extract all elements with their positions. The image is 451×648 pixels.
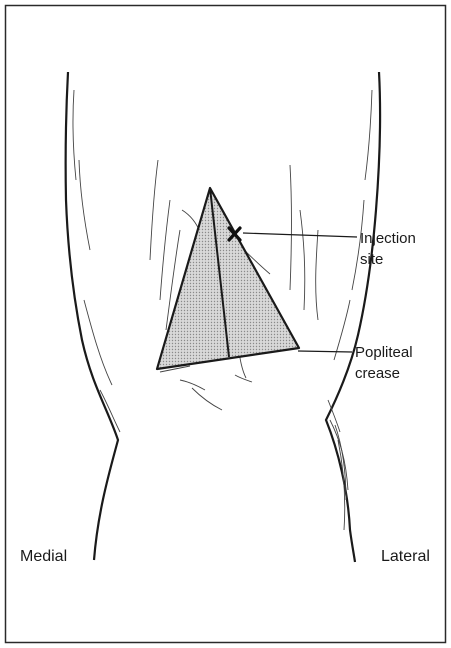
popliteal-crease-label-line2: crease [355, 365, 400, 382]
injection-site-label-line1: Injection [360, 230, 416, 247]
injection-site-label-line2: site [360, 251, 383, 268]
medial-label: Medial [20, 548, 67, 565]
popliteal-crease-label-line1: Popliteal [355, 344, 413, 361]
lateral-label: Lateral [381, 548, 430, 565]
